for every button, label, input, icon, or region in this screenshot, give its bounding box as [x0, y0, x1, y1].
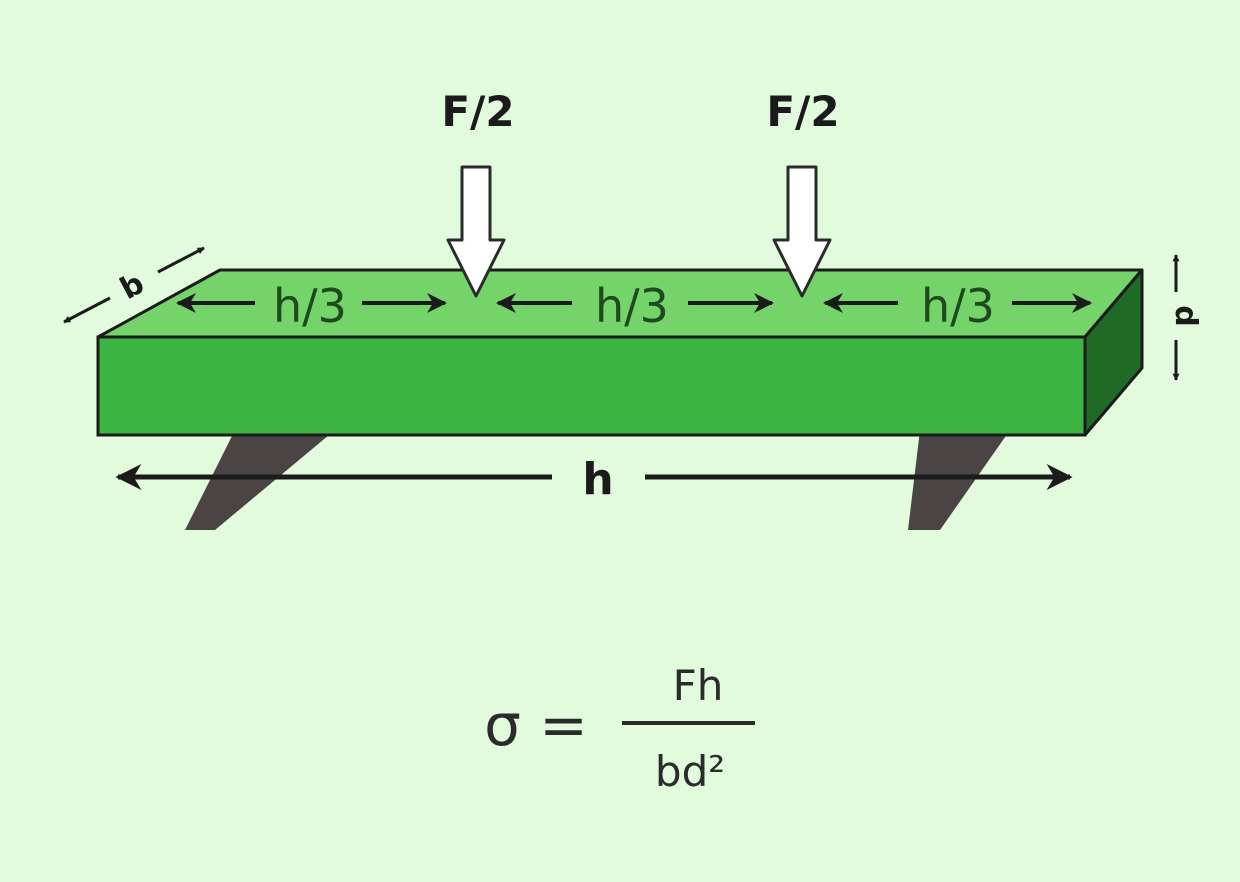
width-label: b — [115, 266, 150, 307]
load-arrow-left — [446, 165, 506, 298]
span-label: h — [582, 454, 613, 505]
load-arrow-right — [772, 165, 832, 298]
left-support — [185, 430, 335, 530]
width-arrow-upper — [157, 246, 205, 274]
load-label-left: F/2 — [441, 87, 514, 136]
width-arrow-lower — [63, 296, 111, 324]
formula-lhs: σ = — [484, 691, 588, 759]
formula-numerator: Fh — [673, 661, 724, 710]
beam-front-face — [96, 335, 1087, 437]
segment-1-label: h/3 — [273, 279, 347, 333]
right-support — [908, 430, 1010, 530]
load-label-right: F/2 — [766, 87, 839, 136]
depth-label: d — [1168, 305, 1203, 326]
segment-2-label: h/3 — [595, 279, 669, 333]
formula-denominator: bd² — [655, 747, 725, 796]
segment-3-label: h/3 — [921, 279, 995, 333]
